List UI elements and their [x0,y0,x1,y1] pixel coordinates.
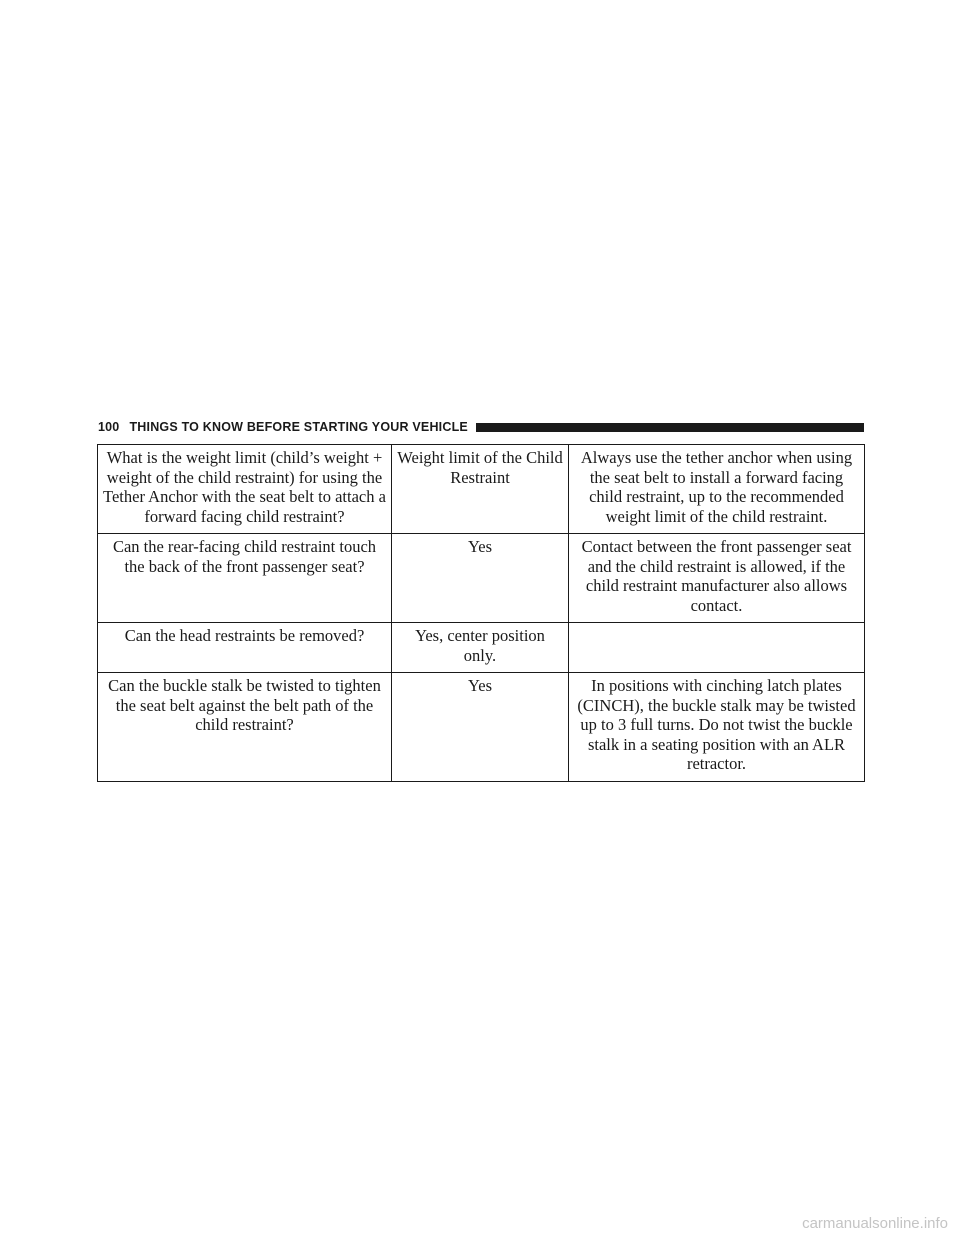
table-row: Can the buckle stalk be twisted to tight… [97,672,865,782]
page-number: 100 [98,420,120,434]
child-restraint-faq-table: What is the weight limit (child’s weight… [97,444,865,782]
notes-cell [568,622,865,673]
answer-cell: Yes, center position only. [391,622,569,673]
notes-cell: In positions with cinching latch plates … [568,672,865,782]
answer-cell: Yes [391,672,569,782]
watermark: carmanualsonline.info [802,1215,948,1232]
page-header: 100 THINGS TO KNOW BEFORE STARTING YOUR … [98,418,864,436]
notes-cell: Contact between the front passenger seat… [568,533,865,623]
table-row: What is the weight limit (child’s weight… [97,444,865,534]
question-cell: Can the rear-facing child restraint touc… [97,533,392,623]
question-cell: Can the buckle stalk be twisted to tight… [97,672,392,782]
table-row: Can the rear-facing child restraint touc… [97,533,865,623]
notes-cell: Always use the tether anchor when using … [568,444,865,534]
answer-cell: Weight limit of the Child Restraint [391,444,569,534]
question-cell: Can the head restraints be removed? [97,622,392,673]
table-row: Can the head restraints be removed? Yes,… [97,622,865,673]
answer-cell: Yes [391,533,569,623]
question-cell: What is the weight limit (child’s weight… [97,444,392,534]
section-title: THINGS TO KNOW BEFORE STARTING YOUR VEHI… [129,420,468,434]
header-rule [475,422,864,432]
